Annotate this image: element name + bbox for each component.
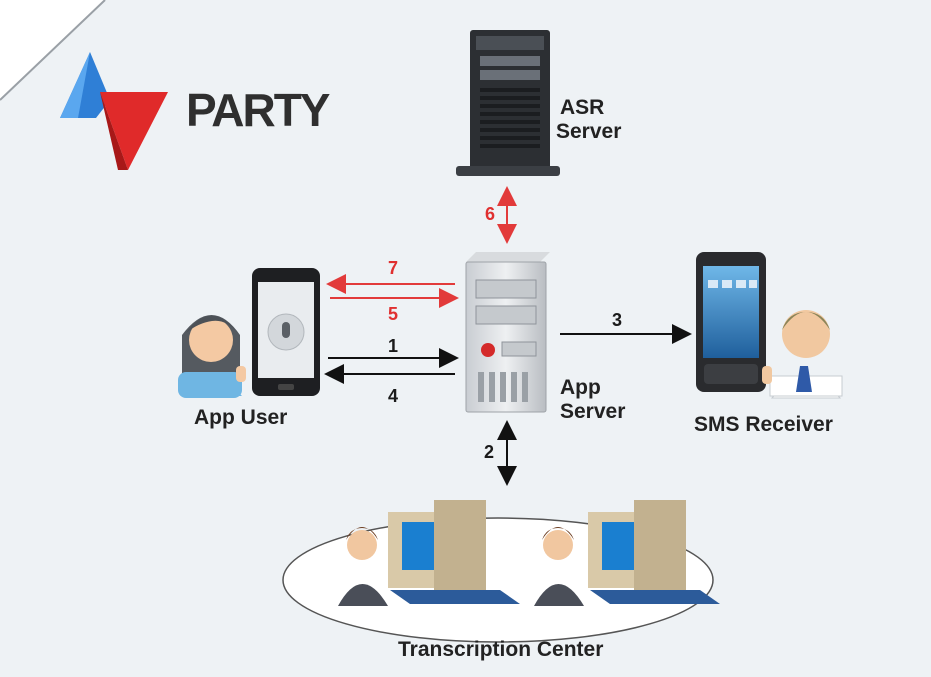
step-7-label: 7 [388,258,399,278]
transcription-center-label: Transcription Center [398,638,604,661]
app-user-label: App User [194,406,288,429]
workstation-icon [534,500,720,606]
step-2-label: 2 [484,442,495,462]
step-6-label: 6 [485,204,496,224]
step-1-label: 1 [388,336,399,356]
sms-receiver-avatar-icon [762,310,843,399]
smartphone-icon [252,268,320,396]
sms-receiver-label: SMS Receiver [694,413,833,436]
step-3-label: 3 [612,310,623,330]
step-5-label: 5 [388,304,399,324]
asr-server-icon [456,30,560,176]
app-server-icon [465,252,550,413]
logo-icon [60,52,168,170]
step-4-label: 4 [388,386,399,406]
asr-server-label-line1: ASR [560,96,605,119]
corner-decoration [0,0,106,101]
app-server-label-line1: App [560,376,601,399]
workstation-icon [338,500,520,606]
asr-server-label-line2: Server [556,120,622,143]
app-user-avatar-icon [178,315,246,398]
sms-phone-icon [696,252,766,392]
app-server-label-line2: Server [560,400,626,423]
logo-text: PARTY [186,84,330,136]
